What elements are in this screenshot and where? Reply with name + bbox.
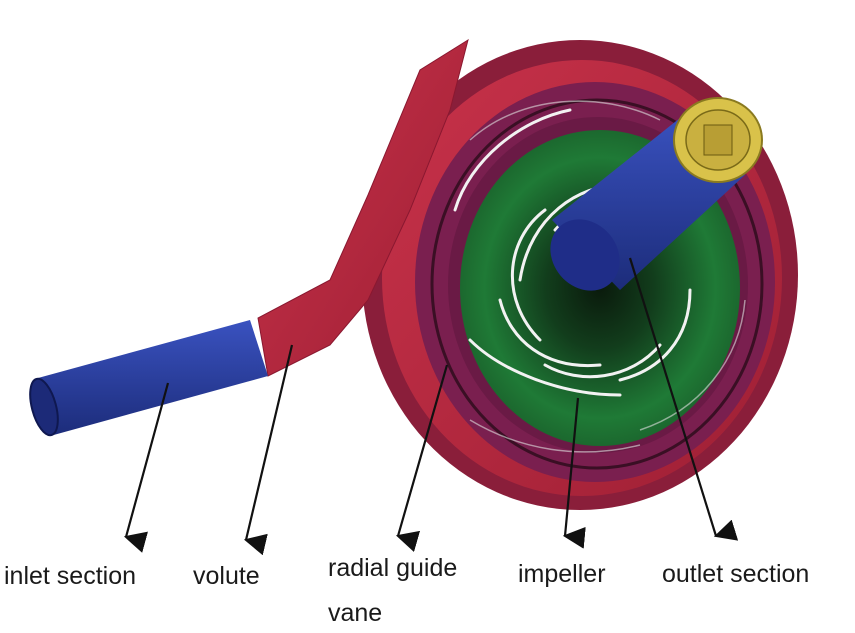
annotation-arrows xyxy=(123,257,739,556)
arrow-volute xyxy=(243,344,294,556)
label-radial-guide-vane-line2: vane xyxy=(328,599,383,627)
label-radial-guide-vane: radial guide xyxy=(328,554,458,582)
arrow-outlet xyxy=(628,257,739,541)
label-volute: volute xyxy=(193,562,260,590)
label-outlet-section: outlet section xyxy=(662,560,810,588)
arrow-impeller xyxy=(562,397,586,549)
arrow-inlet xyxy=(123,382,170,553)
label-impeller: impeller xyxy=(518,560,606,588)
label-inlet-section: inlet section xyxy=(4,562,137,590)
outlet-pipe xyxy=(550,97,763,291)
inlet-pipe xyxy=(29,320,268,437)
arrow-radial-guide-vane xyxy=(395,364,449,553)
